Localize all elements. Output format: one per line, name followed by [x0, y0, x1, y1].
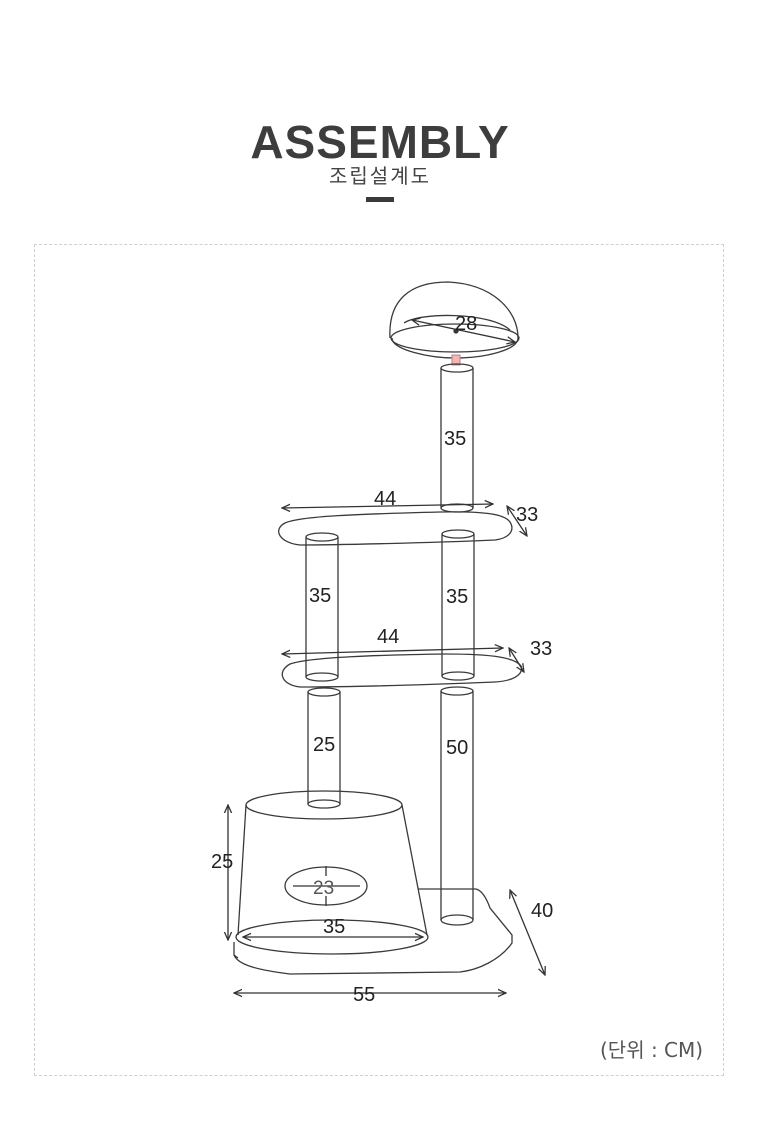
bowl-center-dot: [453, 328, 459, 334]
lower-shelf: [281, 653, 523, 688]
cat-house: [235, 790, 429, 955]
label-lower-shelf-width: 33: [530, 638, 552, 660]
label-house-height: 25: [211, 851, 233, 873]
label-upper-shelf-width: 33: [516, 504, 538, 526]
label-mid-right-post: 35: [446, 586, 468, 608]
bowl-connector: [451, 354, 461, 366]
page-title: ASSEMBLY: [250, 116, 510, 168]
label-mid-left-post: 35: [309, 585, 331, 607]
page-subtitle: 조립설계도: [329, 164, 431, 188]
label-bowl-diameter: 28: [455, 313, 477, 335]
unit-note: (단위 : CM): [600, 1038, 704, 1062]
label-top-post: 35: [444, 428, 466, 450]
base-depth-line: [510, 890, 545, 975]
diagram-frame: [34, 244, 724, 1076]
label-tall-post: 50: [446, 737, 468, 759]
tall-post: [440, 686, 474, 926]
upper-shelf-length-line: [282, 504, 493, 508]
lower-shelf-length-line: [282, 648, 503, 654]
title-underline: [366, 197, 394, 202]
base-board: [233, 888, 513, 975]
label-base-width: 55: [353, 984, 375, 1006]
label-lower-shelf-length: 44: [377, 626, 399, 648]
lower-left-post: [307, 687, 341, 809]
bowl-dimension-line: [412, 320, 515, 342]
label-upper-shelf-length: 44: [374, 488, 396, 510]
label-house-hole: 23: [313, 878, 334, 899]
label-lower-left-post: 25: [313, 734, 335, 756]
upper-shelf-width-line: [507, 506, 527, 536]
label-base-depth: 40: [531, 900, 553, 922]
lower-shelf-width-line: [509, 648, 524, 672]
label-house-diameter: 35: [323, 916, 345, 938]
